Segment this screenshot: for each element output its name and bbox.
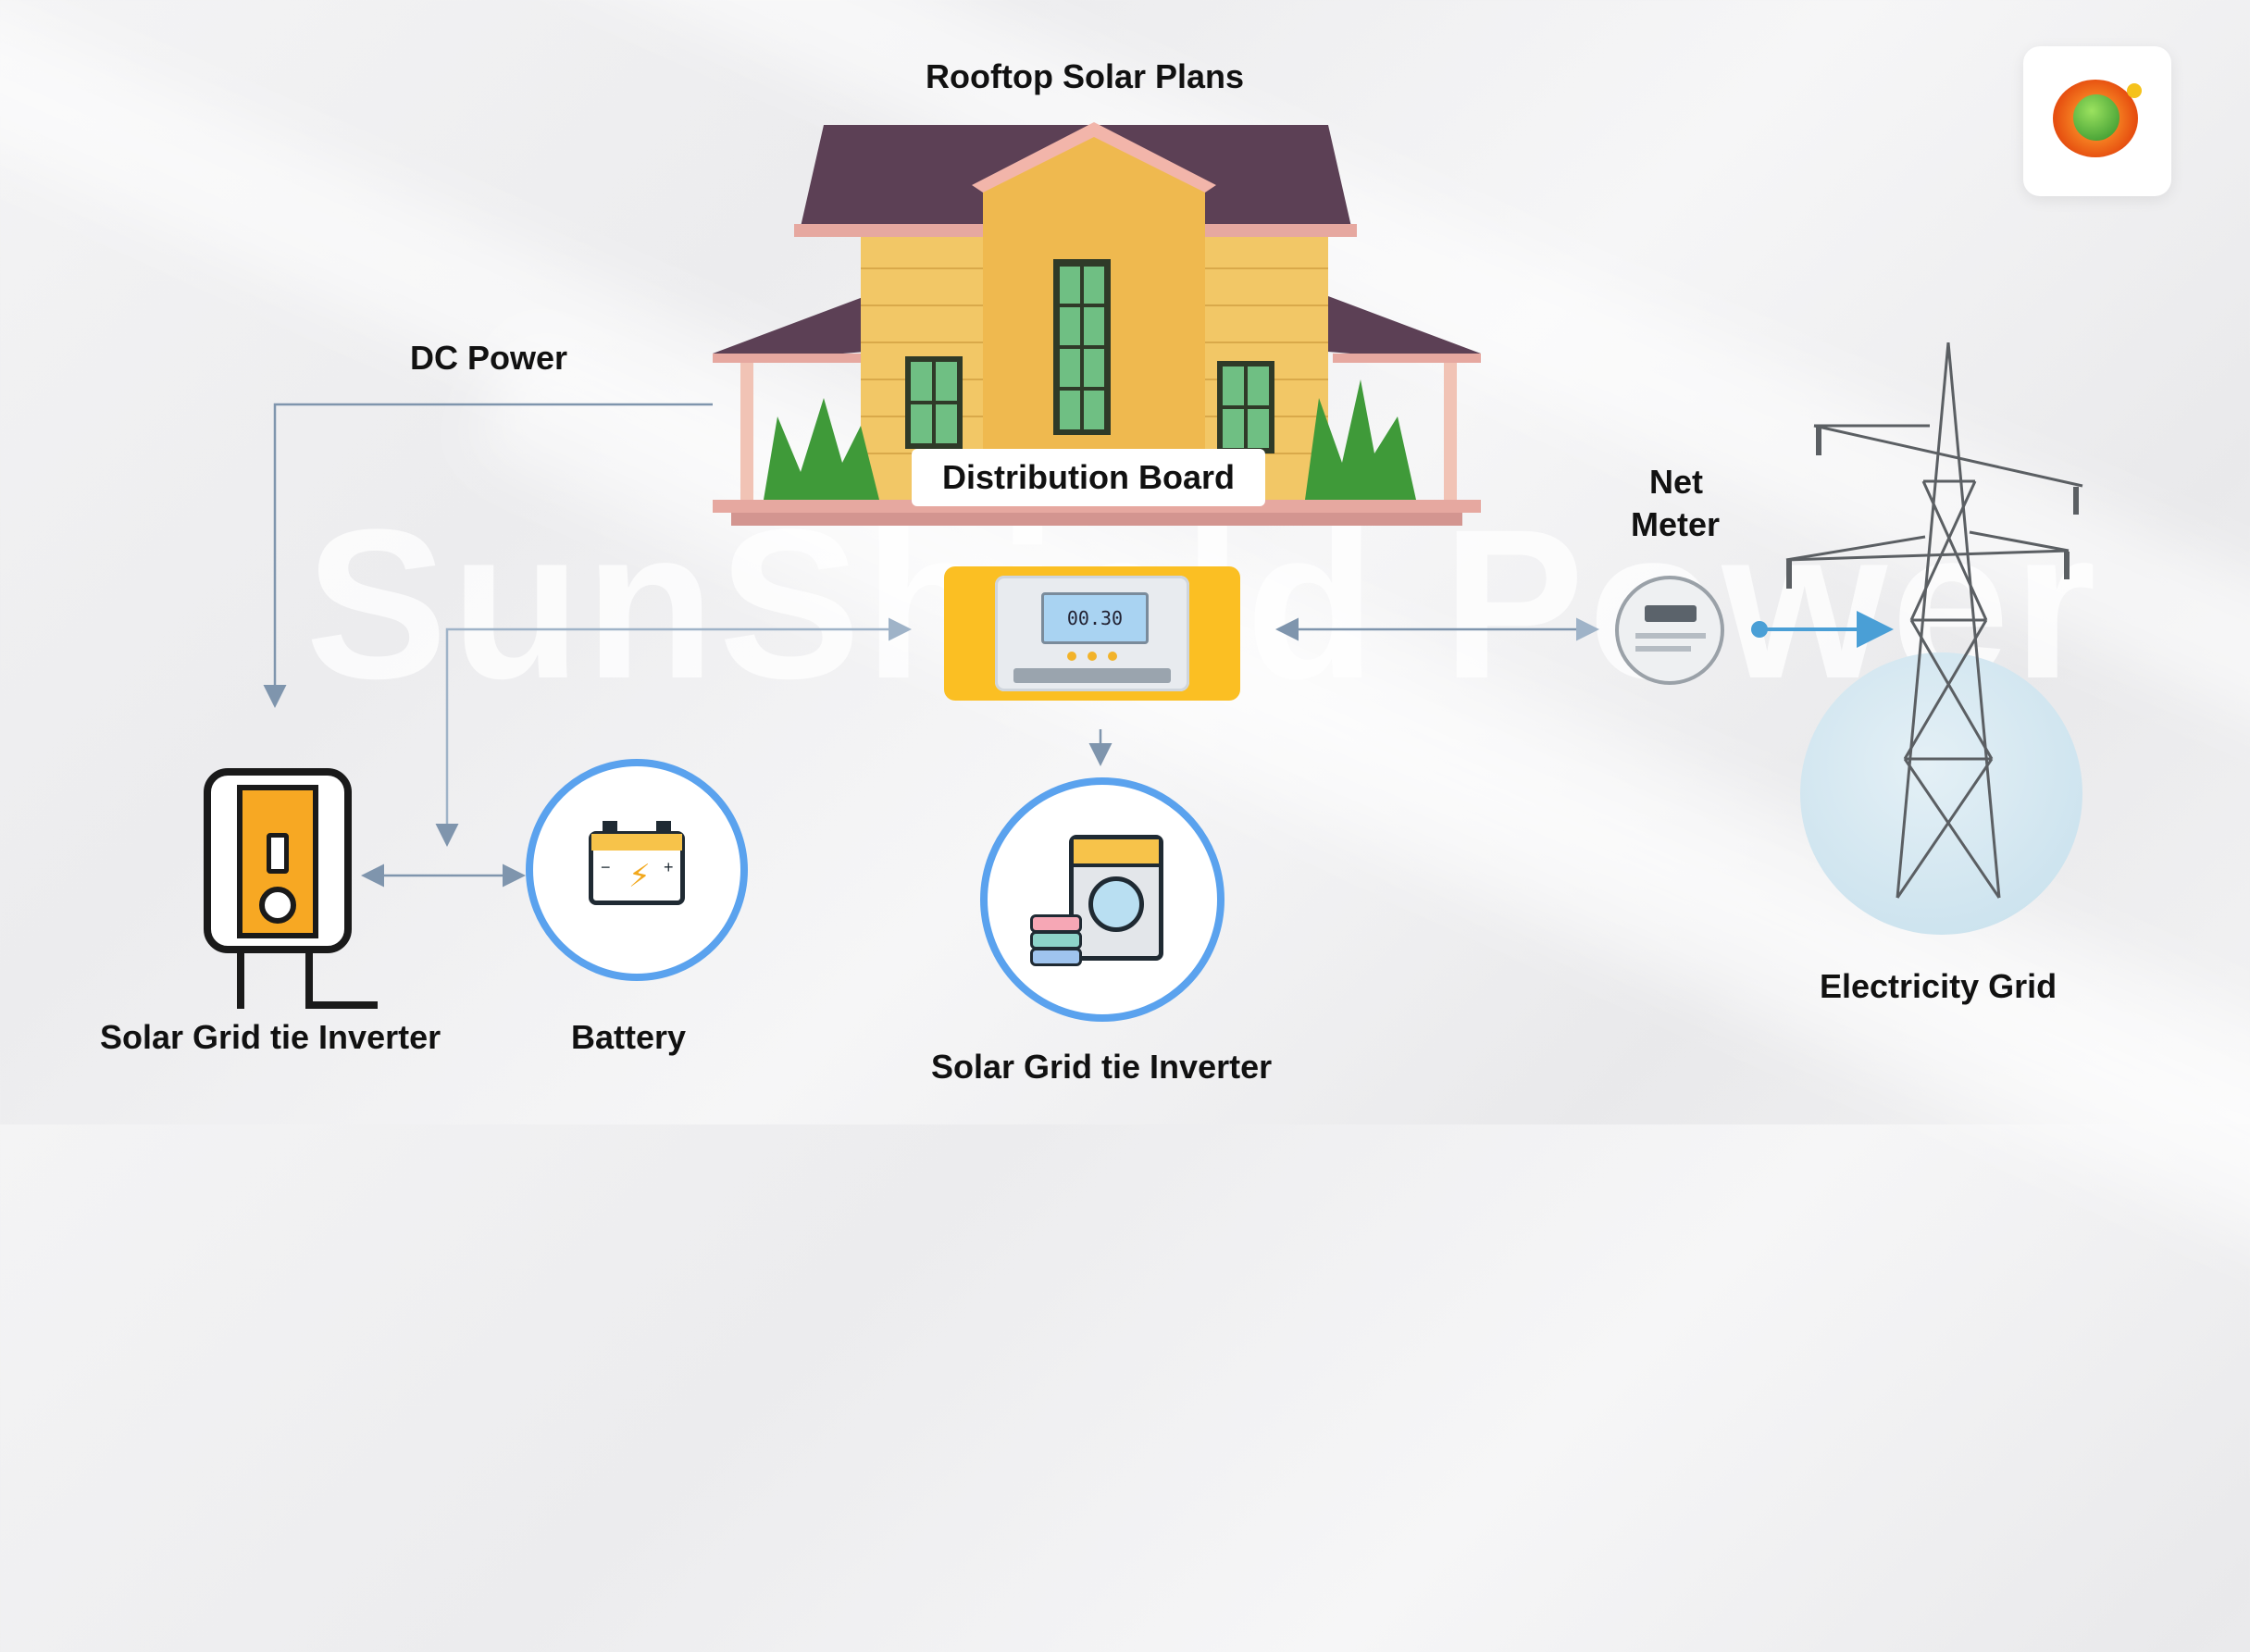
inverter-left-label: Solar Grid tie Inverter (100, 1018, 441, 1056)
grid-backdrop (1800, 652, 2082, 935)
distribution-board-label: Distribution Board (912, 449, 1265, 506)
net-meter-label-line2: Meter (1631, 505, 1721, 543)
brand-logo-card (2023, 46, 2171, 196)
board-feed-line (435, 617, 912, 847)
battery-icon: ⚡ − + (589, 821, 685, 905)
battery-ring: ⚡ − + (526, 759, 748, 981)
connector-lines (263, 403, 1894, 888)
net-meter-icon (1615, 576, 1724, 685)
page-title: Rooftop Solar Plans (926, 57, 1245, 95)
electricity-grid-label: Electricity Grid (1820, 967, 2057, 1005)
net-meter-label-line1: Net (1649, 463, 1704, 501)
charge-controller-icon: 00.30 (944, 566, 1240, 701)
inverter-center-label: Solar Grid tie Inverter (931, 1048, 1273, 1086)
transmission-tower-icon (1785, 342, 2083, 899)
battery-label: Battery (571, 1018, 687, 1056)
brand-logo-icon (2053, 80, 2138, 157)
appliance-ring (980, 777, 1224, 1022)
controller-display: 00.30 (1041, 592, 1149, 644)
dc-power-line (263, 403, 713, 708)
inverter-icon (204, 768, 352, 953)
inverter-cable-left (237, 953, 244, 1009)
washing-machine-icon (1069, 835, 1163, 961)
inverter-cable-right (305, 953, 313, 1009)
dc-power-label: DC Power (410, 339, 568, 377)
